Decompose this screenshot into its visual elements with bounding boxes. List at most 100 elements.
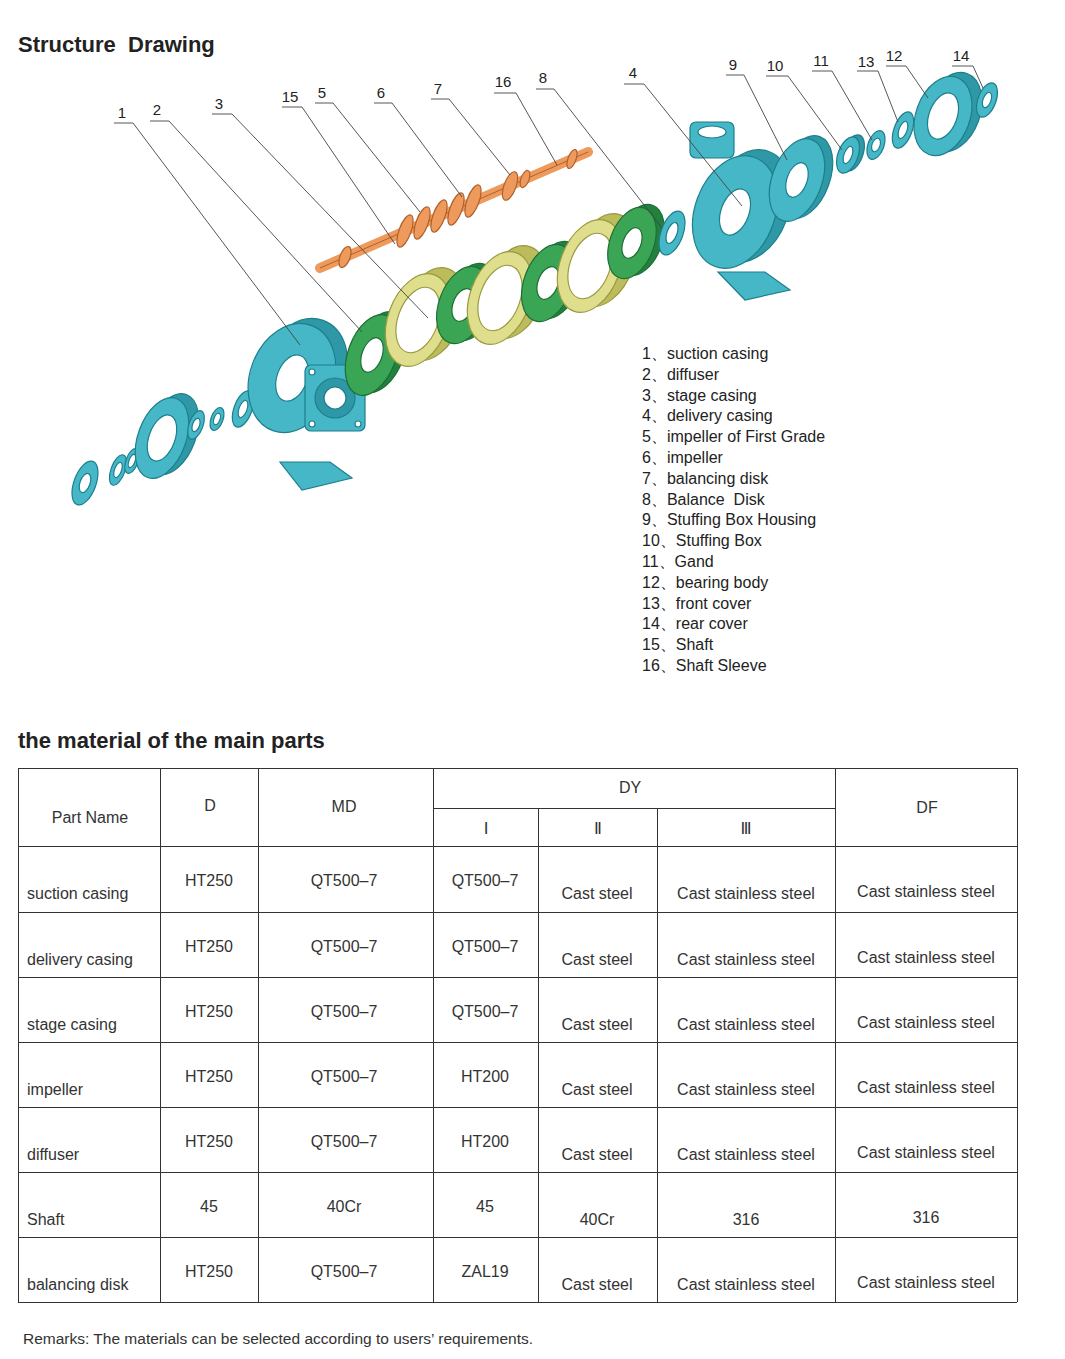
table-cell: 40Cr: [580, 1211, 615, 1229]
leader-line: [536, 89, 662, 228]
leader-line: [812, 71, 872, 140]
callout-number: 7: [434, 80, 442, 97]
table-cell: Cast steel: [561, 1081, 632, 1099]
section-heading: the material of the main parts: [18, 728, 325, 753]
table-cell: Cast steel: [561, 885, 632, 903]
table-grid: [433, 768, 434, 1302]
part-legend: 6、impeller: [642, 449, 723, 467]
pump-part: [888, 109, 918, 151]
table-cell: HT250: [185, 1003, 233, 1021]
table-cell: Cast steel: [561, 951, 632, 969]
suction-casing-drawing: [324, 387, 346, 409]
table-cell: QT500–7: [452, 1003, 519, 1021]
table-header: Ⅲ: [740, 820, 751, 838]
pump-part: [112, 461, 124, 478]
table-cell: HT250: [185, 872, 233, 890]
table-cell: 316: [733, 1211, 760, 1229]
table-cell: Cast stainless steel: [677, 1016, 815, 1034]
part-legend: 15、Shaft: [642, 636, 713, 654]
table-cell: HT200: [461, 1133, 509, 1151]
pump-part: [718, 272, 790, 300]
table-grid: [18, 846, 1017, 847]
pump-part: [67, 458, 103, 509]
leader-line: [857, 71, 898, 122]
pump-part: [207, 406, 226, 433]
suction-casing-drawing: [309, 369, 315, 375]
table-grid: [657, 808, 658, 1302]
callout-number: 3: [215, 95, 223, 112]
part-legend: 8、Balance Disk: [642, 490, 765, 508]
table-grid: [258, 768, 259, 1302]
table-grid: [538, 808, 539, 1302]
pump-part: [972, 80, 1001, 120]
table-cell: Cast stainless steel: [677, 951, 815, 969]
callout-number: 12: [886, 47, 903, 64]
part-legend: 2、diffuser: [642, 366, 719, 384]
table-header: Part Name: [52, 809, 128, 827]
pump-part: [863, 128, 888, 162]
part-legend: 7、balancing disk: [642, 470, 768, 488]
table-grid: [18, 1302, 1017, 1303]
suction-casing-drawing: [280, 462, 352, 490]
table-cell: ZAL19: [461, 1263, 508, 1281]
shaft-assembly-drawing: [394, 213, 417, 249]
callout-number: 14: [953, 47, 970, 64]
table-grid: [18, 1172, 1017, 1173]
pump-part: [654, 208, 690, 259]
shaft-assembly-drawing: [337, 245, 354, 269]
table-cell: Cast stainless steel: [677, 1081, 815, 1099]
table-cell: HT200: [461, 1068, 509, 1086]
pump-part: [904, 68, 983, 164]
part-legend: 1、suction casing: [642, 345, 768, 363]
leader-line: [150, 121, 362, 332]
leader-line: [374, 103, 462, 197]
pump-part: [77, 472, 93, 494]
shaft-assembly-drawing: [462, 183, 485, 219]
table-cell: QT500–7: [311, 1068, 378, 1086]
table-cell: Cast stainless steel: [857, 1274, 995, 1292]
table-cell: 316: [913, 1209, 940, 1227]
table-header: D: [204, 797, 216, 815]
table-cell: QT500–7: [311, 872, 378, 890]
table-row-header: delivery casing: [27, 951, 133, 969]
part-legend: 14、rear cover: [642, 615, 748, 633]
callout-number: 1: [118, 104, 126, 121]
leader-line: [494, 93, 557, 165]
table-cell: QT500–7: [452, 872, 519, 890]
pump-part: [125, 390, 199, 485]
table-grid: [18, 1042, 1017, 1043]
pump-part: [781, 160, 812, 201]
callout-number: 11: [813, 52, 829, 69]
leader-line: [886, 66, 928, 98]
table-cell: 40Cr: [327, 1198, 362, 1216]
pump-part: [841, 145, 855, 165]
pump-part: [888, 109, 918, 151]
leader-line: [726, 75, 787, 160]
table-cell: Cast stainless steel: [677, 885, 815, 903]
table-cell: Cast steel: [561, 1276, 632, 1294]
table-cell: Cast steel: [561, 1146, 632, 1164]
table-grid: [433, 808, 835, 809]
table-row-header: balancing disk: [27, 1276, 128, 1294]
table-cell: QT500–7: [311, 1133, 378, 1151]
shaft-assembly-drawing: [411, 205, 434, 241]
table-grid: [18, 1237, 1017, 1238]
pump-part: [759, 131, 835, 229]
pump-part: [664, 221, 681, 245]
pump-part: [184, 409, 207, 442]
pump-part: [698, 126, 726, 138]
callout-number: 15: [282, 88, 299, 105]
pump-part: [125, 386, 209, 485]
table-header: Ⅱ: [594, 820, 602, 838]
table-cell: Cast stainless steel: [857, 949, 995, 967]
pump-part: [922, 89, 965, 144]
table-cell: Cast stainless steel: [857, 1079, 995, 1097]
suction-casing-drawing: [233, 306, 365, 490]
leader-line: [282, 107, 395, 244]
shaft-assembly-drawing: [518, 169, 532, 189]
callout-number: 8: [539, 69, 547, 86]
part-legend: 10、Stuffing Box: [642, 532, 762, 550]
table-row-header: impeller: [27, 1081, 83, 1099]
pump-part: [67, 458, 103, 509]
